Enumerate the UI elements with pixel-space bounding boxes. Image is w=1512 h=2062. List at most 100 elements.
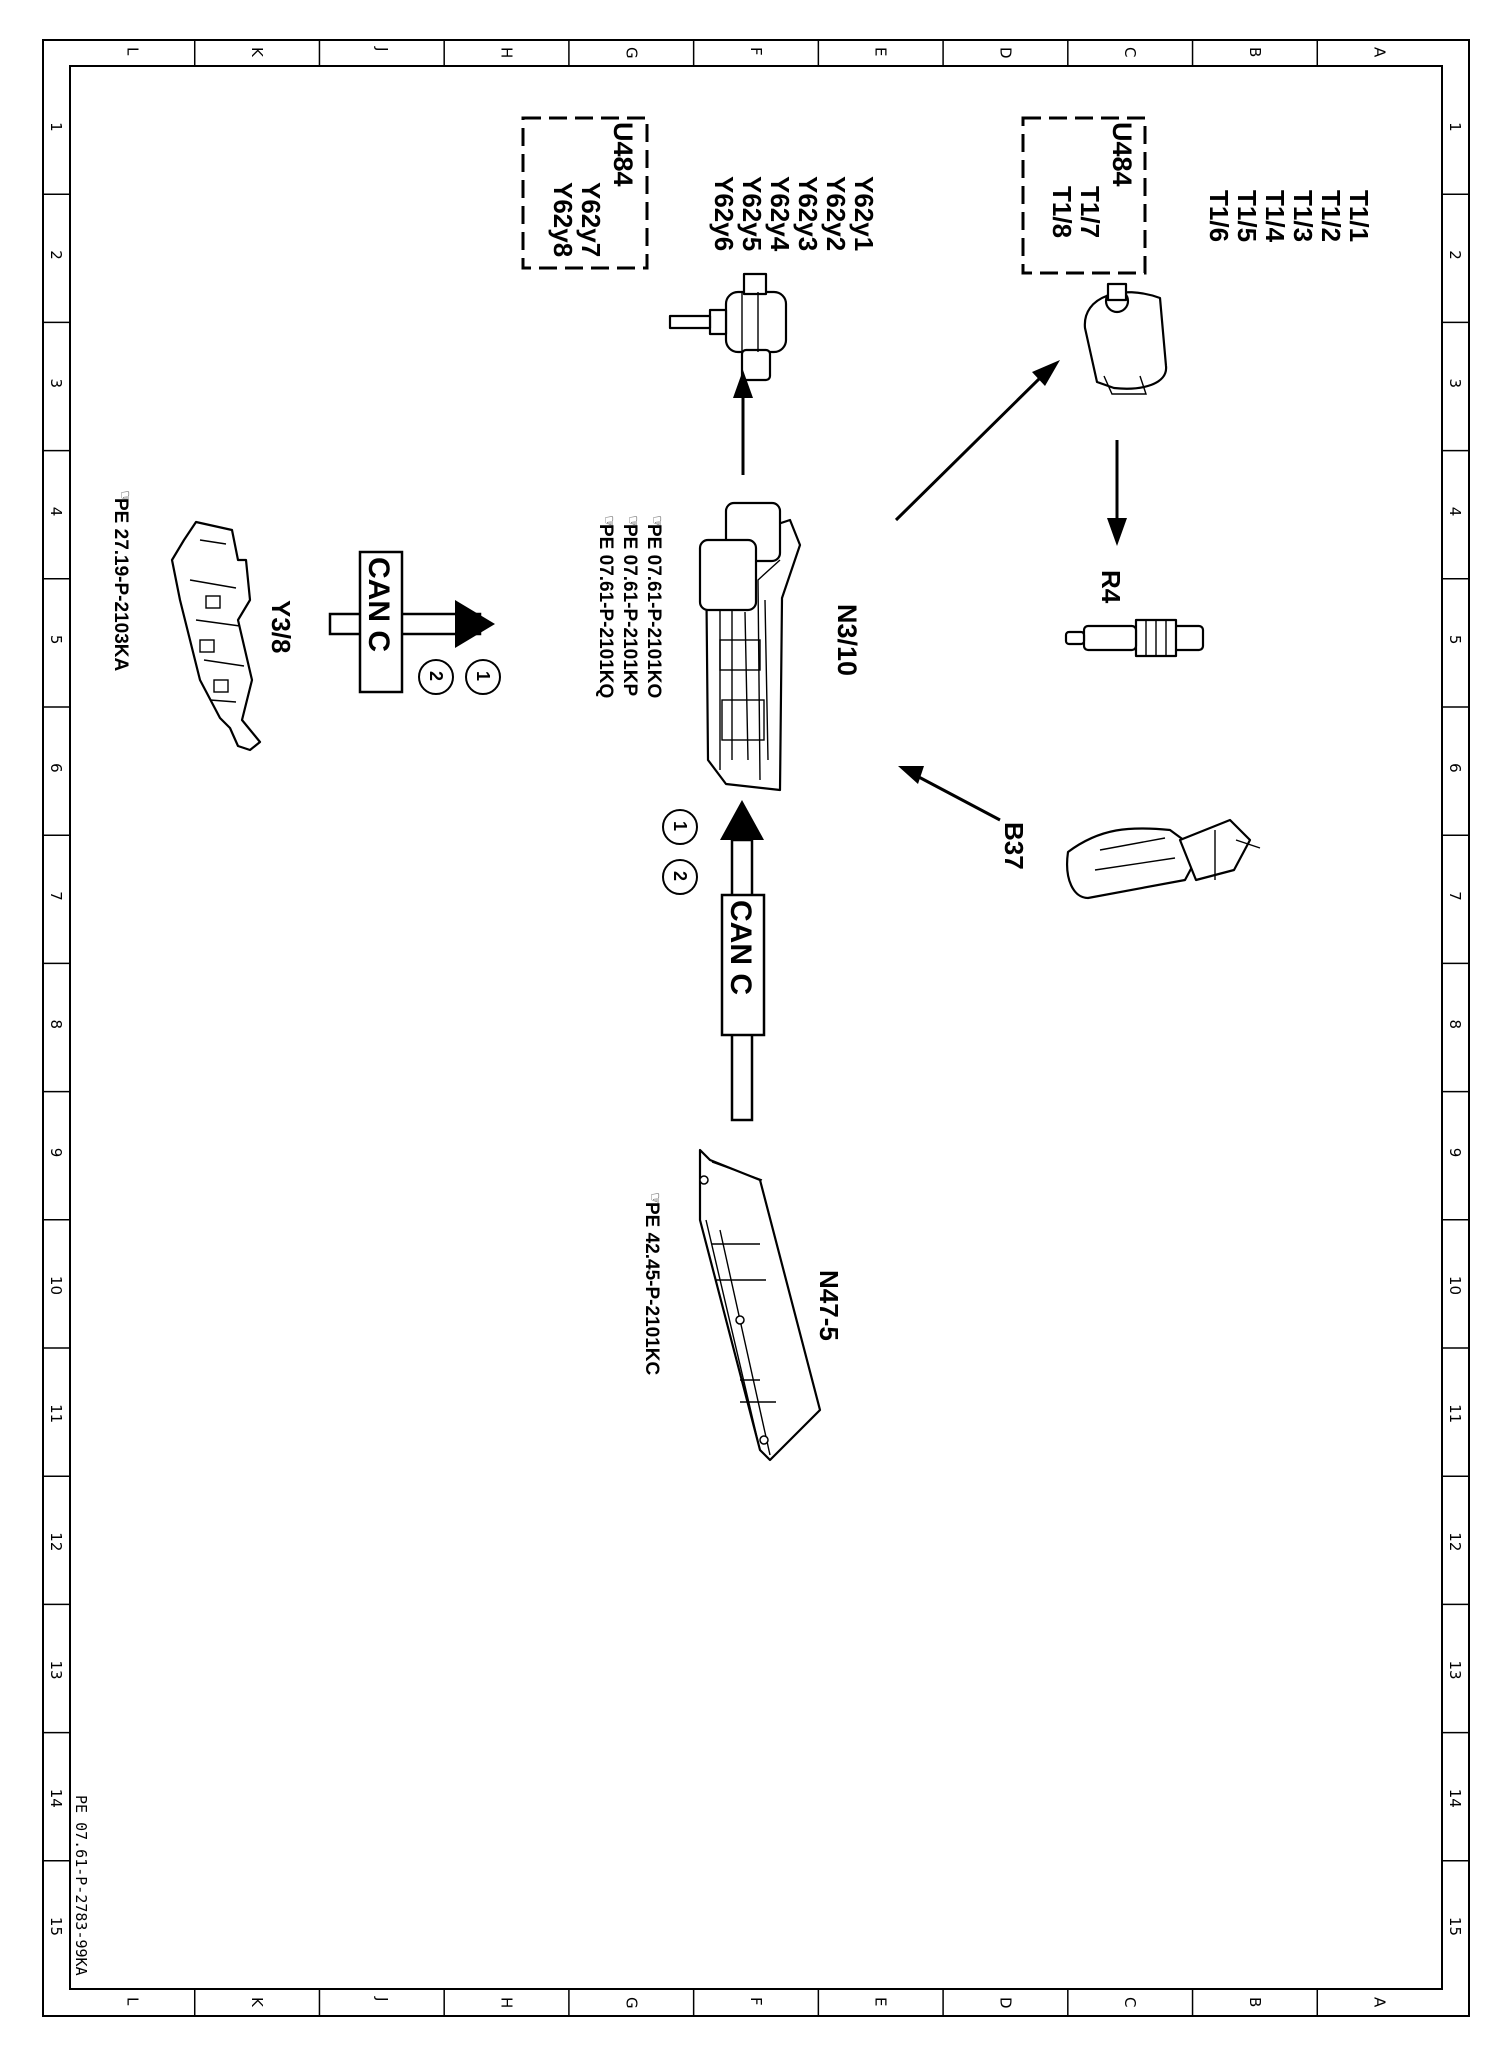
ecu-reference-group: PE 07.61-P-2101KO PE 07.61-P-2101KP PE 0…: [595, 524, 664, 698]
coil-label-4: T1/4: [1260, 190, 1290, 243]
grid-column-label-bottom: H: [498, 1997, 516, 2008]
n47-label: N47-5: [814, 1270, 844, 1341]
y3-8-label: Y3/8: [266, 600, 296, 654]
grid-row-label-right: 6: [1446, 763, 1464, 773]
grid-column-label-top: C: [1121, 47, 1139, 57]
grid-column-label-top: K: [248, 47, 266, 58]
arrow-head-coil: [1032, 360, 1060, 386]
pedal-sensor-label: B37: [999, 822, 1029, 870]
outer-frame: [42, 39, 1470, 2017]
pedal-sensor-icon: [1066, 818, 1261, 900]
arrow-head-injector: [733, 370, 753, 398]
injector-label-2: Y62y2: [821, 176, 851, 251]
grid-row-label-right: 12: [1446, 1532, 1464, 1551]
coil-label-5: T1/5: [1232, 190, 1262, 242]
injector-box-title: U484: [608, 122, 638, 187]
injector-labels: Y62y1 Y62y2 Y62y3 Y62y4 Y62y5 Y62y6: [709, 176, 879, 252]
coil-label-1: T1/1: [1344, 190, 1374, 242]
can-bus-upper-label: CAN C: [362, 557, 395, 652]
grid-column-label-top: F: [747, 47, 765, 56]
coil-box-title: U484: [1107, 122, 1137, 187]
spark-plug-label: R4: [1096, 570, 1126, 604]
injector-label-3: Y62y3: [793, 176, 823, 251]
grid-column-label-bottom: D: [996, 1997, 1014, 2009]
grid-column-label-top: E: [872, 47, 890, 56]
grid-column-label-top: A: [1371, 47, 1389, 58]
grid-row-label-left: 1: [47, 122, 65, 132]
coil-box-item-2: T1/8: [1047, 186, 1077, 238]
injector-box-item-1: Y62y7: [576, 182, 606, 257]
arrow-pedal-to-ecu: [914, 773, 1001, 822]
grid-row-label-right: 5: [1446, 635, 1464, 645]
grid-row-label-left: 14: [47, 1789, 65, 1808]
injector-label-5: Y62y5: [737, 176, 767, 251]
grid-row-label-left: 7: [47, 891, 65, 901]
grid-row-label-left: 13: [47, 1661, 65, 1680]
arrow-ecu-to-coil: [894, 376, 1042, 522]
grid-column-label-bottom: F: [747, 1997, 765, 2006]
ecu-ref-1: PE 07.61-P-2101KO: [643, 524, 664, 698]
grid-row-label-left: 4: [47, 507, 65, 517]
grid-row-label-right: 14: [1446, 1789, 1464, 1808]
grid-row-label-left: 12: [47, 1532, 65, 1551]
can-bus-upper: CAN C 1 2: [328, 550, 501, 695]
grid-column-label-top: J: [373, 46, 391, 51]
can-upper-marker-2: 2: [426, 671, 446, 681]
coil-box-item-1: T1/7: [1075, 186, 1105, 238]
grid-column-label-top: L: [123, 47, 141, 56]
hand-pointer-icon: ☞: [116, 490, 133, 504]
coil-label-2: T1/2: [1316, 190, 1346, 242]
grid-row-label-right: 8: [1446, 1020, 1464, 1030]
grid-row-label-left: 8: [47, 1020, 65, 1030]
hand-pointer-icon: ☞: [648, 515, 665, 529]
grid-column-label-top: H: [498, 47, 516, 58]
ecu-n3-10-icon: [698, 501, 802, 792]
injector-box-item-2: Y62y8: [548, 182, 578, 257]
grid-row-label-left: 2: [47, 250, 65, 260]
arrow-head-spark-plug: [1107, 518, 1127, 546]
grid-row-label-right: 1: [1446, 122, 1464, 132]
hand-pointer-icon: ☞: [624, 515, 641, 529]
coil-label-3: T1/3: [1288, 190, 1318, 242]
grid-column-label-top: G: [622, 47, 640, 59]
grid-column-label-bottom: C: [1121, 1997, 1139, 2007]
y3-8-ref: PE 27.19-P-2103KA: [110, 498, 131, 671]
grid-row-label-left: 5: [47, 635, 65, 645]
reference-hand-icons: ☞ ☞ ☞ ☞ ☞: [116, 490, 665, 1206]
n47-module-icon: [698, 1148, 822, 1462]
coil-u484-box: [1021, 116, 1147, 275]
drawing-id: PE 07.61-P-2783-99KA: [72, 1795, 90, 1976]
grid-row-label-right: 10: [1446, 1276, 1464, 1295]
can-lower-marker-2: 2: [670, 871, 690, 881]
grid-row-label-right: 3: [1446, 379, 1464, 389]
grid-column-label-bottom: E: [872, 1997, 890, 2006]
arrow-head-pedal: [898, 766, 924, 784]
ignition-coil-labels: T1/1 T1/2 T1/3 T1/4 T1/5 T1/6: [1204, 190, 1374, 243]
grid-column-label-bottom: L: [123, 1997, 141, 2006]
injector-label-6: Y62y6: [709, 176, 739, 251]
grid-row-label-right: 15: [1446, 1917, 1464, 1936]
ignition-coil-icon: [1083, 282, 1168, 395]
inner-frame: [69, 65, 1443, 1990]
grid-row-label-right: 7: [1446, 891, 1464, 901]
grid-column-label-bottom: B: [1246, 1997, 1264, 2007]
grid-row-label-right: 9: [1446, 1148, 1464, 1158]
can-bus-lower: CAN C 1 2: [662, 800, 766, 1122]
injector-label-1: Y62y1: [849, 176, 879, 251]
injector-icon: [668, 272, 788, 382]
grid-row-label-right: 11: [1446, 1404, 1464, 1423]
grid-column-label-top: D: [996, 47, 1014, 59]
grid-row-label-left: 3: [47, 379, 65, 389]
injector-u484-box: [521, 116, 649, 270]
ecu-ref-2: PE 07.61-P-2101KP: [619, 524, 640, 696]
grid-row-label-left: 9: [47, 1148, 65, 1158]
transmission-module-icon: [170, 520, 262, 752]
ecu-ref-3: PE 07.61-P-2101KQ: [595, 524, 616, 698]
grid-column-label-bottom: A: [1371, 1997, 1389, 2008]
can-upper-marker-1: 1: [473, 671, 493, 681]
grid-row-label-left: 6: [47, 763, 65, 773]
grid-row-label-right: 2: [1446, 250, 1464, 260]
injector-label-4: Y62y4: [765, 176, 795, 252]
